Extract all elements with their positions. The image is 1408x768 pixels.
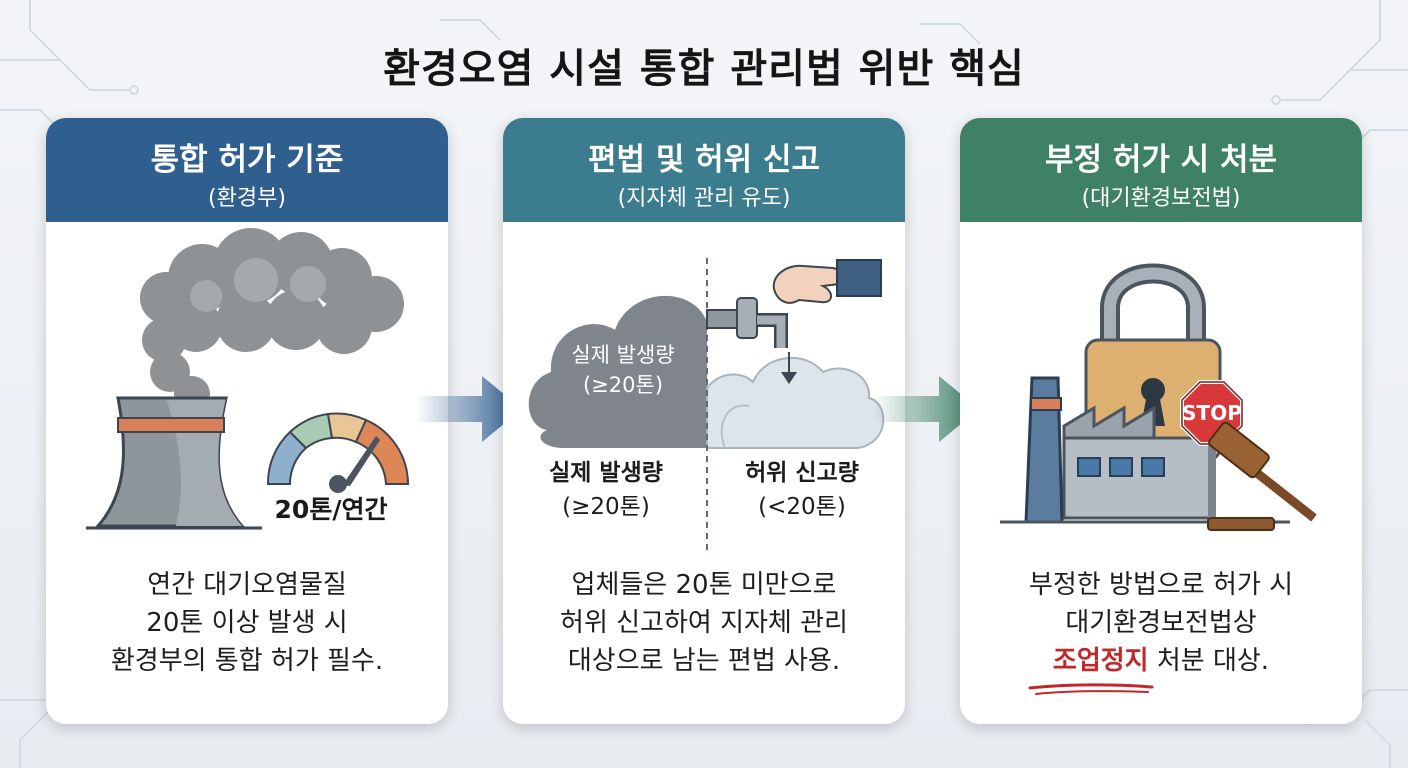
cloud-label-line: 실제 발생량 — [571, 343, 675, 367]
card-subtitle: (대기환경보전법) — [1081, 186, 1241, 211]
description-line: 업체들은 20톤 미만으로 — [571, 570, 837, 600]
card-description: 연간 대기오염물질 20톤 이상 발생 시 환경부의 통합 허가 필수. — [46, 566, 448, 680]
cloud-icon — [528, 295, 707, 448]
arrow-right-icon — [873, 376, 979, 442]
stop-sign-text: STOP — [1182, 401, 1242, 425]
cooling-tower-icon — [86, 396, 262, 530]
description-line: 허위 신고하여 지자체 관리 — [560, 608, 848, 638]
false-report-value: (<20톤) — [758, 494, 846, 520]
false-report-title: 허위 신고량 — [745, 460, 859, 486]
false-report-label: 허위 신고량 (<20톤) — [707, 456, 897, 524]
false-report-illustration — [528, 258, 885, 552]
card-header: 통합 허가 기준 (환경부) — [46, 118, 448, 222]
highlight-underline — [1028, 683, 1154, 695]
card-subtitle: (지자체 관리 유도) — [617, 186, 791, 211]
gavel-icon — [1207, 421, 1317, 531]
suspension-highlight: 조업정지 — [1052, 646, 1149, 676]
actual-emission-title: 실제 발생량 — [549, 460, 663, 486]
card-title: 통합 허가 기준 — [150, 142, 344, 178]
card-penalty: 부정 허가 시 처분 (대기환경보전법) STOP — [960, 118, 1362, 724]
gauge-icon — [266, 412, 410, 493]
card-false-report: 편법 및 허위 신고 (지자체 관리 유도) 실제 발생량 (≥20톤) 실제 … — [503, 118, 905, 724]
description-line: 부정한 방법으로 허가 시 — [1029, 570, 1293, 600]
card-header: 편법 및 허위 신고 (지자체 관리 유도) — [503, 118, 905, 222]
chimney-icon — [1024, 376, 1064, 524]
actual-emission-value: (≥20톤) — [562, 494, 650, 520]
description-line: 20톤 이상 발생 시 — [146, 608, 348, 638]
description-line: 연간 대기오염물질 — [147, 570, 347, 600]
light-cloud-icon — [706, 356, 885, 449]
description-line: 조업정지 처분 대상. — [960, 642, 1362, 680]
hand-faucet-icon — [706, 259, 882, 384]
actual-emission-label: 실제 발생량 (≥20톤) — [511, 456, 701, 524]
card-description: 부정한 방법으로 허가 시 대기환경보전법상 조업정지 처분 대상. — [960, 566, 1362, 680]
cloud-label: 실제 발생량 (≥20톤) — [543, 340, 703, 400]
card-description: 업체들은 20톤 미만으로 허위 신고하여 지자체 관리 대상으로 남는 편법 … — [503, 566, 905, 680]
cloud-label-line: (≥20톤) — [582, 373, 664, 397]
cooling-tower-illustration — [86, 228, 410, 530]
arrow-right-icon — [416, 376, 522, 442]
penalty-illustration: STOP — [1000, 263, 1317, 531]
card-header: 부정 허가 시 처분 (대기환경보전법) — [960, 118, 1362, 222]
card-integrated-permit: 통합 허가 기준 (환경부) — [46, 118, 448, 724]
description-line: 대기환경보전법상 — [1065, 608, 1257, 638]
smoke-cloud-icon — [140, 228, 404, 412]
description-line: 대상으로 남는 편법 사용. — [567, 646, 841, 676]
description-line: 환경부의 통합 허가 필수. — [110, 646, 384, 676]
page-title: 환경오염 시설 통합 관리법 위반 핵심 — [383, 46, 1025, 92]
card-subtitle: (환경부) — [208, 186, 286, 211]
card-title: 편법 및 허위 신고 — [587, 142, 821, 178]
factory-icon — [1062, 405, 1216, 520]
gauge-value-label: 20톤/연간 — [274, 495, 388, 524]
description-tail: 처분 대상. — [1148, 646, 1270, 676]
card-title: 부정 허가 시 처분 — [1044, 142, 1278, 178]
